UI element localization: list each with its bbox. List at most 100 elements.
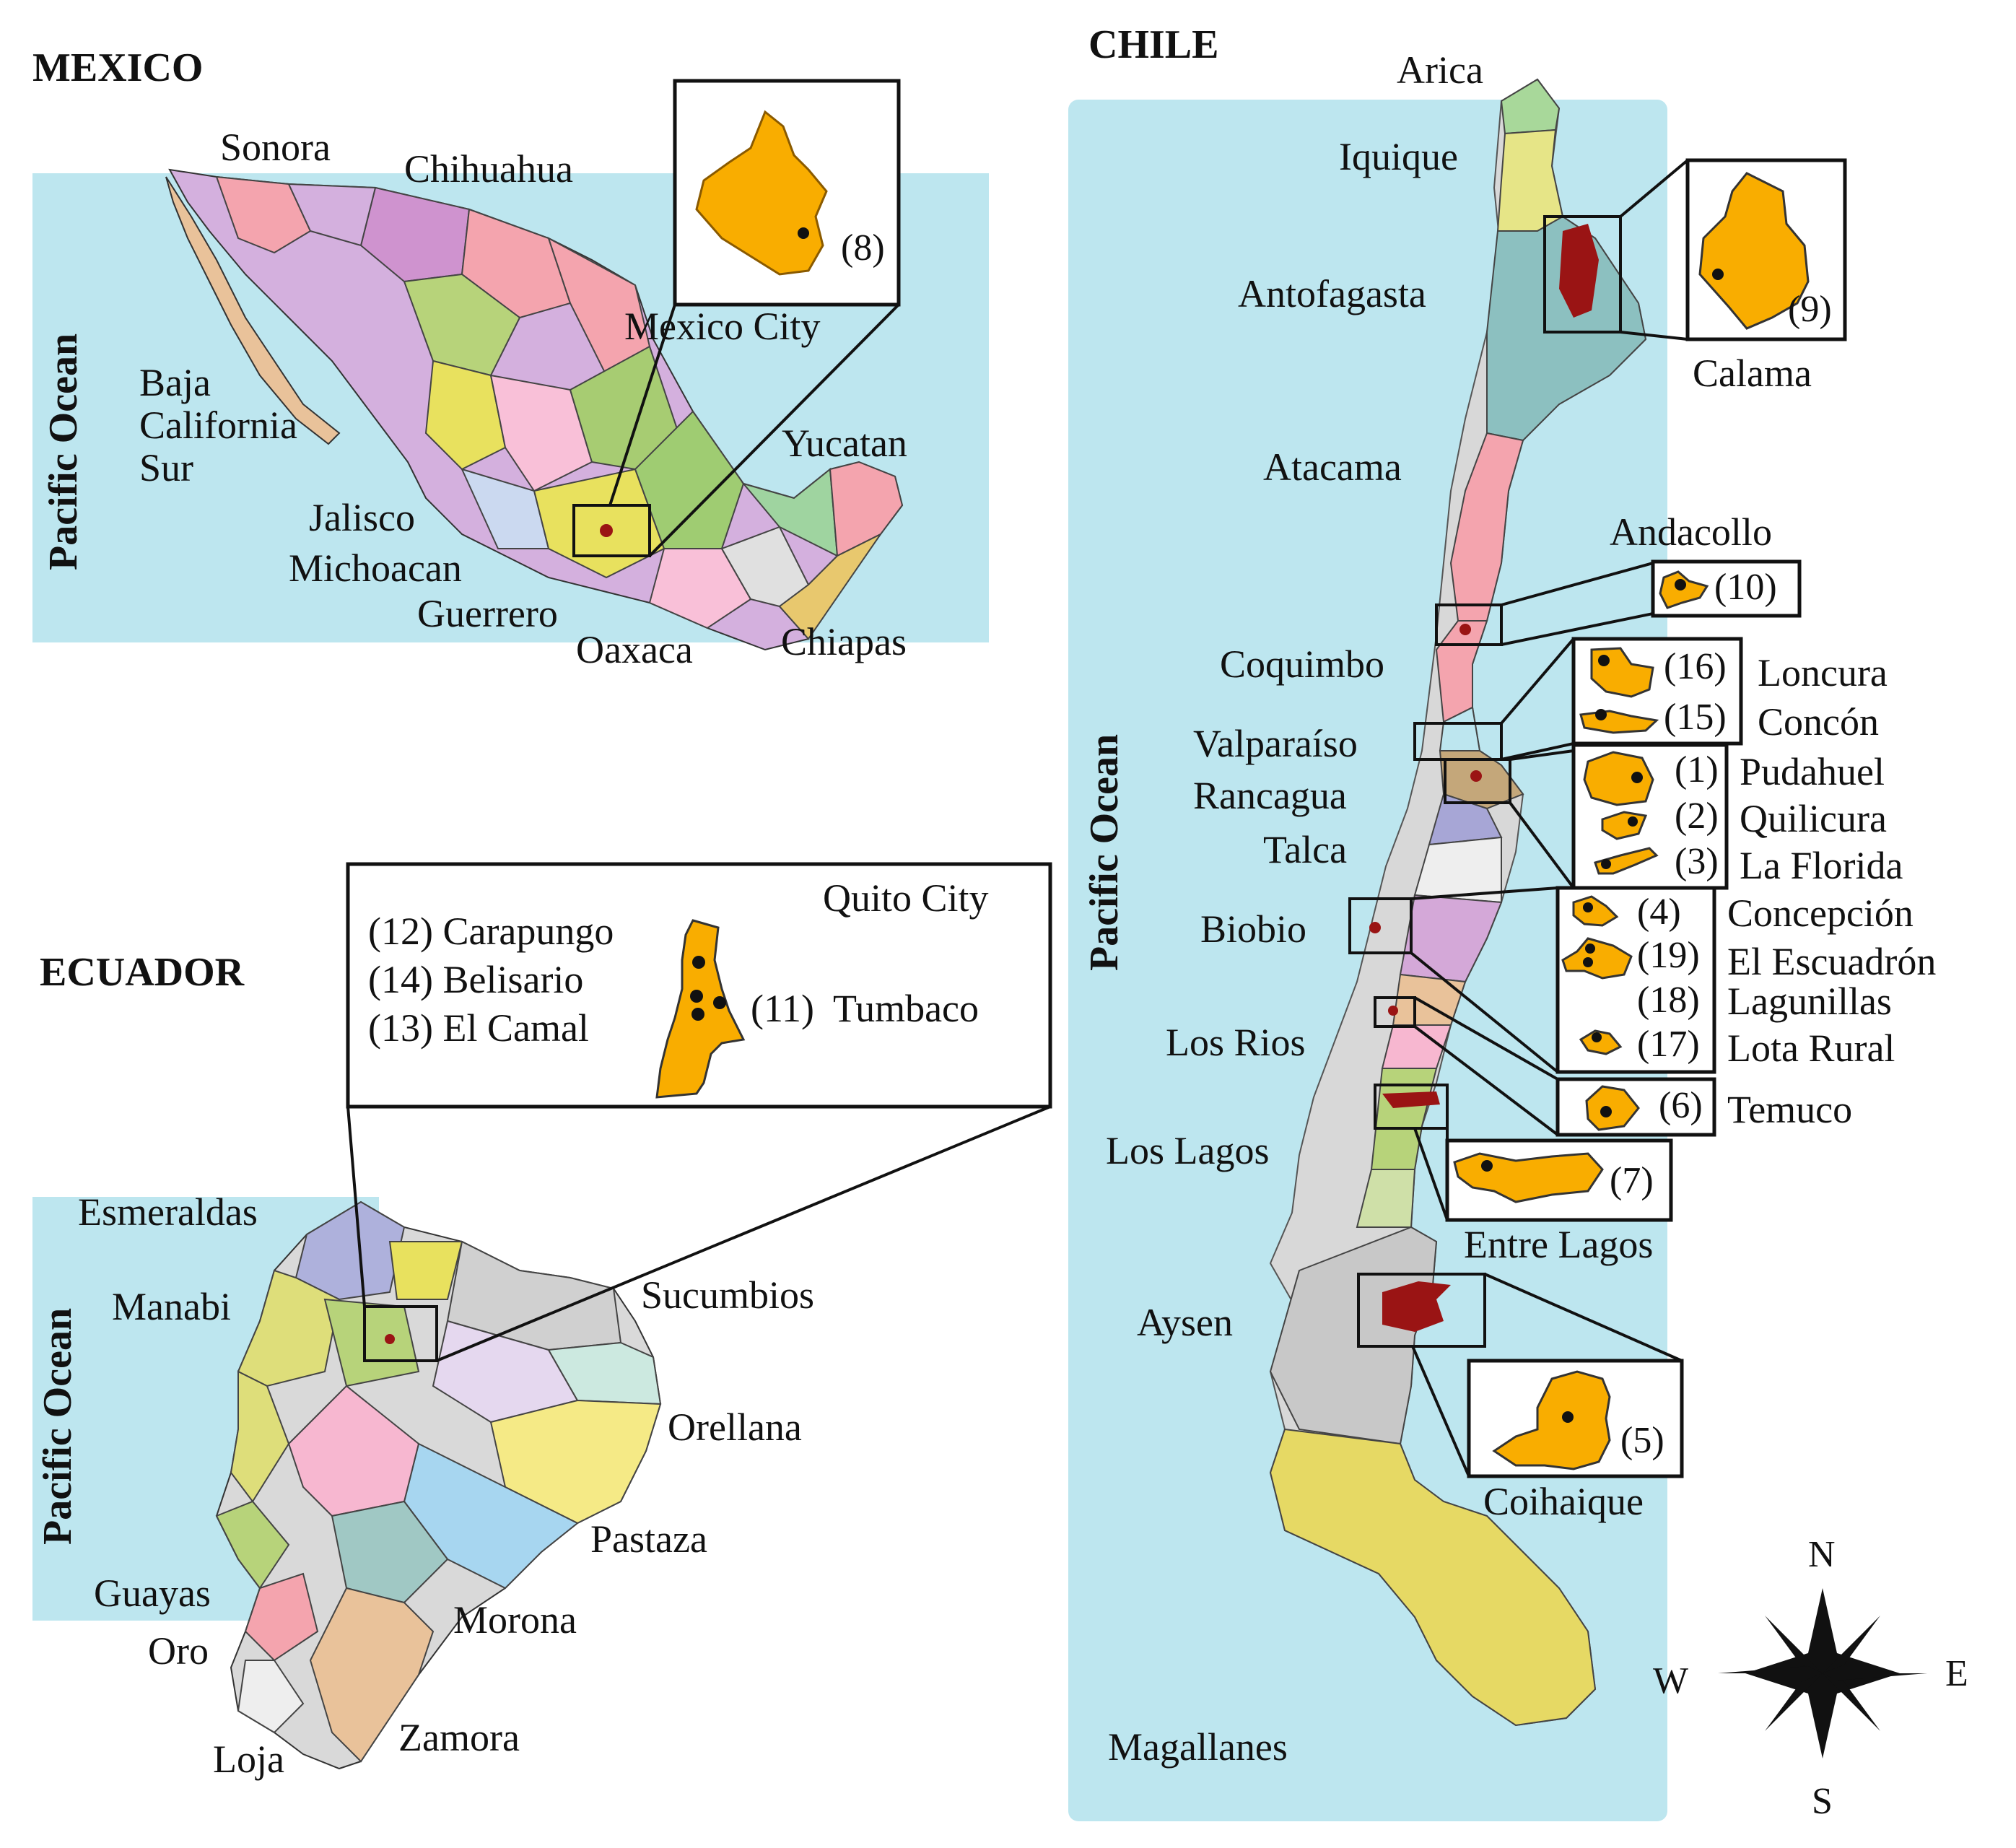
lotarural-shape: [1579, 1029, 1623, 1055]
site-4-marker: [1583, 902, 1593, 912]
mexico-city-shape: [695, 110, 828, 276]
site-13-label: (13) El Camal: [368, 1006, 589, 1050]
label-pastaza: Pastaza: [590, 1517, 707, 1561]
site-15-label: (15): [1664, 697, 1727, 738]
site-2-label: (2): [1675, 796, 1719, 837]
concon-label: Concón: [1758, 700, 1879, 744]
chile-title: CHILE: [1088, 22, 1219, 67]
label-california: California: [139, 404, 297, 447]
site-11-label: (11) Tumbaco: [751, 987, 979, 1030]
quilicura-label: Quilicura: [1740, 797, 1887, 840]
andacollo-inset: [1651, 559, 1802, 618]
entrelagos-locator-box: [1374, 1084, 1449, 1130]
mexico-city-label: Mexico City: [624, 305, 820, 348]
santiago-highlight: [1470, 770, 1482, 782]
compass-n: N: [1808, 1534, 1836, 1575]
mexico-states: [215, 175, 904, 640]
entrelagos-label: Entre Lagos: [1464, 1223, 1653, 1266]
temuco-label: Temuco: [1727, 1088, 1852, 1131]
coihaique-shape: [1492, 1370, 1611, 1470]
mexico-map: (8) Mexico City MEXICO Pacific Ocean Son…: [32, 45, 989, 671]
label-antofagasta: Antofagasta: [1238, 272, 1426, 315]
ecuador-title: ECUADOR: [40, 950, 245, 995]
label-yucatan: Yucatan: [782, 422, 907, 465]
site-17-marker: [1592, 1032, 1602, 1042]
label-oaxaca: Oaxaca: [576, 628, 693, 671]
ecuador-ocean-label: Pacific Ocean: [35, 1308, 80, 1545]
baja-california: [165, 176, 341, 445]
site-8-marker: [798, 227, 809, 239]
site-14-label: (14) Belisario: [368, 958, 583, 1001]
ecuador-map: Quito City (12) Carapungo (14) Belisario…: [32, 862, 1052, 1781]
site-11-marker: [713, 996, 726, 1009]
concepcion-locator-box: [1348, 897, 1413, 954]
label-orellana: Orellana: [668, 1405, 802, 1449]
coihaique-locator-box: [1357, 1273, 1486, 1348]
label-magallanes: Magallanes: [1108, 1725, 1288, 1769]
chile-map: (9) Calama (10) Andacollo (16) (15) Lonc…: [1068, 22, 1936, 1821]
label-aysen: Aysen: [1137, 1301, 1233, 1344]
coihaique-label: Coihaique: [1483, 1480, 1644, 1523]
concepcion-highlight: [1369, 922, 1381, 933]
chile-regions: [1269, 78, 1647, 1727]
laflorida-label: La Florida: [1740, 844, 1903, 887]
leader-line: [436, 1105, 1051, 1362]
escuadron-label: El Escuadrón: [1727, 940, 1936, 983]
quito-city-label: Quito City: [823, 876, 989, 920]
site-3-marker: [1601, 859, 1611, 869]
label-biobio: Biobio: [1200, 907, 1306, 951]
loncura-label: Loncura: [1758, 651, 1888, 694]
label-sur: Sur: [139, 446, 193, 489]
site-5-label: (5): [1620, 1420, 1664, 1461]
compass-s: S: [1812, 1781, 1833, 1822]
entrelagos-highlight: [1382, 1091, 1440, 1108]
label-los-lagos: Los Lagos: [1106, 1129, 1269, 1172]
andacollo-label: Andacollo: [1610, 510, 1772, 554]
site-10-label: (10): [1714, 567, 1777, 608]
mexico-city-marker: [600, 524, 613, 537]
concepcion-shape: [1572, 895, 1619, 927]
label-chiapas: Chiapas: [781, 620, 907, 663]
site-5-marker: [1562, 1411, 1574, 1423]
label-rancagua: Rancagua: [1193, 774, 1347, 817]
label-guerrero: Guerrero: [417, 592, 558, 635]
leader-line: [608, 304, 676, 506]
label-loja: Loja: [213, 1738, 284, 1781]
mexico-ocean-label: Pacific Ocean: [41, 334, 86, 570]
coihaique-highlight: [1382, 1281, 1451, 1332]
lotarural-label: Lota Rural: [1727, 1027, 1895, 1070]
site-14-marker: [690, 990, 703, 1003]
chile-ocean-label: Pacific Ocean: [1082, 734, 1127, 971]
site-18-label: (18): [1637, 980, 1700, 1021]
label-los-rios: Los Rios: [1166, 1021, 1306, 1064]
leader-line: [346, 1106, 366, 1307]
mexico-title: MEXICO: [32, 45, 203, 90]
pudahuel-label: Pudahuel: [1740, 750, 1885, 793]
site-2-marker: [1628, 816, 1638, 827]
mexico-city-locator-box: [572, 504, 651, 557]
ecuador-provinces: [215, 1200, 662, 1763]
label-morona: Morona: [453, 1598, 577, 1642]
label-jalisco: Jalisco: [309, 496, 415, 539]
temuco-highlight: [1388, 1006, 1398, 1016]
label-oro: Oro: [148, 1629, 209, 1673]
chile-leader-lines: [1410, 159, 1689, 1477]
label-esmeraldas: Esmeraldas: [78, 1190, 258, 1234]
compass-e: E: [1945, 1653, 1968, 1694]
site-15-marker: [1595, 709, 1607, 720]
label-coquimbo: Coquimbo: [1220, 642, 1384, 686]
site-10-marker: [1675, 579, 1686, 590]
site-7-marker: [1481, 1160, 1493, 1172]
compass-w: W: [1653, 1660, 1688, 1701]
label-sonora: Sonora: [220, 126, 331, 169]
label-baja: Baja: [139, 361, 211, 404]
quito-marker: [385, 1334, 395, 1344]
site-19-label: (19): [1637, 935, 1700, 976]
site-19-marker: [1585, 943, 1595, 954]
site-9-marker: [1712, 269, 1724, 280]
label-guayas: Guayas: [94, 1572, 211, 1615]
site-6-label: (6): [1659, 1085, 1703, 1126]
santiago-locator-box: [1444, 758, 1511, 804]
site-8-label: (8): [841, 227, 885, 269]
